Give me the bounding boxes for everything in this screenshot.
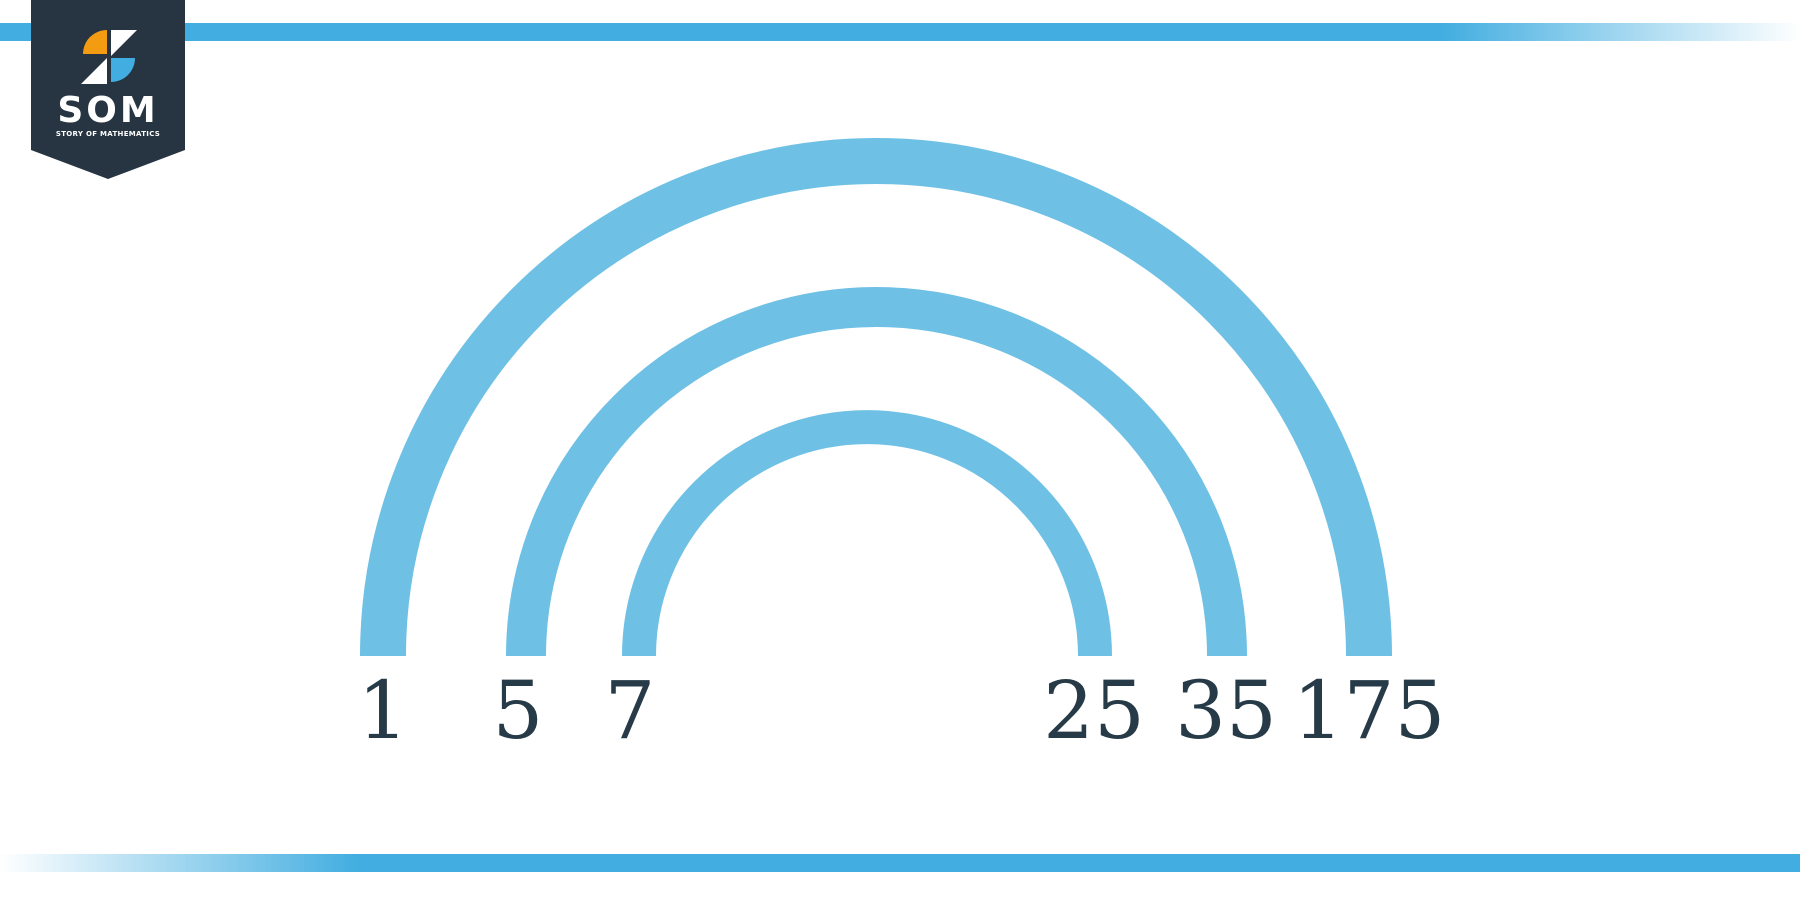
factor-label-25: 25 bbox=[1043, 664, 1145, 757]
logo-white-triangle-2-icon bbox=[81, 58, 107, 84]
logo-orange-quarter-icon bbox=[83, 30, 107, 54]
logo-full-name: STORY OF MATHEMATICS bbox=[55, 130, 161, 138]
bottom-accent-bar bbox=[0, 854, 1800, 872]
factor-label-7: 7 bbox=[605, 664, 656, 757]
top-accent-bar bbox=[0, 23, 1800, 41]
logo-badge-shape bbox=[31, 0, 185, 179]
factor-label-5: 5 bbox=[493, 664, 544, 757]
factor-pair-arc-7-25 bbox=[622, 410, 1112, 657]
factor-pair-arcs bbox=[360, 138, 1392, 657]
som-logo[interactable]: SOM STORY OF MATHEMATICS bbox=[31, 0, 185, 180]
factor-label-175: 175 bbox=[1293, 664, 1446, 757]
factor-pair-arc-5-35 bbox=[506, 287, 1247, 657]
factor-labels: 1 175 5 35 7 25 bbox=[358, 664, 1446, 757]
factor-pair-arc-1-175 bbox=[360, 138, 1392, 657]
logo-blue-quarter-icon bbox=[111, 58, 135, 82]
logo-white-triangle-icon bbox=[111, 30, 137, 56]
factor-label-1: 1 bbox=[358, 664, 409, 757]
factor-label-35: 35 bbox=[1175, 664, 1277, 757]
logo-abbreviation: SOM bbox=[57, 90, 159, 131]
